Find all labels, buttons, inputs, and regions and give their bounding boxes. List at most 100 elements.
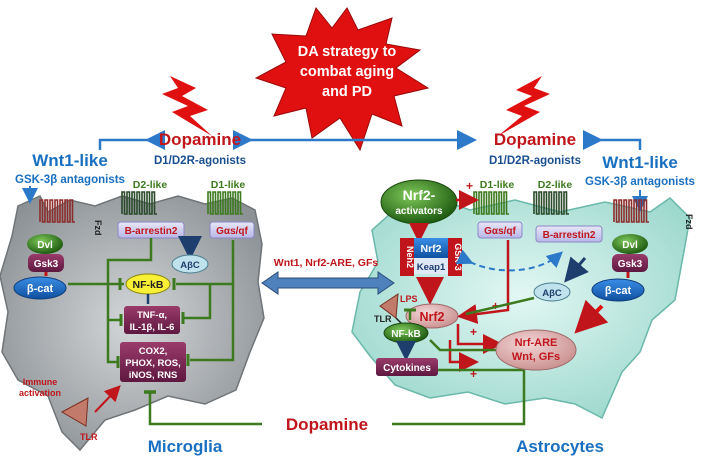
right-barrestin-node bbox=[535, 225, 603, 243]
right-tlr-shape bbox=[379, 293, 399, 319]
bottom-dopamine-label: Dopamine bbox=[286, 415, 368, 434]
right-gsk3-node bbox=[612, 254, 648, 272]
plus-sign-4: + bbox=[470, 367, 477, 381]
left-gsk3-label: Gsk3 bbox=[34, 259, 59, 270]
right-cytokines-box bbox=[376, 358, 438, 376]
astrocytes-label: Astrocytes bbox=[516, 437, 604, 456]
beta-cat-to-are-arrow bbox=[574, 299, 609, 334]
title-starburst bbox=[254, 6, 430, 152]
left-wnt1-label: Wnt1-like bbox=[32, 151, 108, 170]
left-tlr-shape bbox=[60, 397, 89, 427]
red-activation-lines bbox=[448, 240, 510, 372]
bottom-dopamine-connector bbox=[144, 390, 526, 426]
left-dvl-node bbox=[27, 234, 63, 254]
left-d1-like-label: D1-like bbox=[211, 179, 246, 191]
left-d2-like-label: D2-like bbox=[133, 179, 168, 191]
right-galpha-label: Gαs/qf bbox=[484, 226, 516, 237]
crosstalk-double-arrow bbox=[261, 271, 395, 295]
left-wnt-link bbox=[98, 130, 165, 150]
right-nrf2-label: Nrf2 bbox=[419, 310, 444, 324]
right-d1-receptor-icon bbox=[473, 191, 509, 215]
right-dopamine-label: Dopamine bbox=[494, 130, 576, 149]
right-galpha-node bbox=[477, 221, 523, 239]
left-nfkb-label: NF-kB bbox=[133, 279, 164, 291]
microglia-label: Microglia bbox=[148, 437, 223, 456]
immune-activation-arrow bbox=[94, 385, 121, 413]
immune-label-line1: Immune bbox=[23, 377, 58, 387]
right-abc-node bbox=[533, 282, 571, 302]
left-cytokines-box bbox=[124, 306, 180, 334]
nrf-are-line2: Wnt, GFs bbox=[512, 351, 560, 363]
title-line-3: and PD bbox=[322, 84, 372, 100]
lps-label: LPS bbox=[400, 294, 418, 304]
left-agonists-label: D1/D2R-agonists bbox=[154, 155, 246, 167]
left-abc-label: AβC bbox=[180, 260, 200, 271]
left-abc-node bbox=[171, 254, 209, 274]
right-barrestin-label: B-arrestin2 bbox=[543, 230, 596, 241]
left-dopamine-label: Dopamine bbox=[159, 130, 241, 149]
neh2-box bbox=[400, 238, 414, 276]
nrf-are-line1: Nrf-ARE bbox=[515, 337, 558, 349]
keap1-label: Keap1 bbox=[417, 262, 446, 273]
immune-label-line2: activation bbox=[19, 388, 61, 398]
left-tlr-label: TLR bbox=[80, 432, 98, 442]
neh2-label: Neh2 bbox=[405, 246, 415, 268]
right-wnt-link bbox=[583, 130, 642, 150]
right-d1-like-label: D1-like bbox=[480, 179, 515, 191]
left-beta-cat-label: β-cat bbox=[27, 283, 54, 295]
right-beta-cat-node bbox=[591, 278, 645, 302]
right-agonists-label: D1/D2R-agonists bbox=[489, 155, 581, 167]
right-fzd-receptor-icon bbox=[613, 199, 649, 223]
left-gsk-antagonists-label: GSK-3β antagonists bbox=[15, 174, 125, 186]
dashed-regulation-arrow bbox=[455, 249, 563, 272]
right-d2-like-label: D2-like bbox=[538, 179, 573, 191]
lightning-bolt-left bbox=[162, 76, 212, 136]
left-beta-cat-node bbox=[13, 276, 67, 300]
left-cytokines-line2: IL-1β, IL-6 bbox=[130, 322, 175, 333]
left-barrestin-label: B-arrestin2 bbox=[125, 226, 178, 237]
nrf-are-node bbox=[495, 329, 577, 371]
abc-to-nrf2-line bbox=[465, 296, 535, 316]
left-galpha-label: Gαs/qf bbox=[216, 226, 248, 237]
plus-sign-3: + bbox=[470, 325, 477, 339]
right-abc-label: AβC bbox=[542, 288, 562, 299]
left-mediators-box bbox=[120, 342, 186, 382]
left-inhibition-lines bbox=[68, 238, 235, 368]
title-line-1: DA strategy to bbox=[298, 44, 397, 60]
right-dvl-label: Dvl bbox=[622, 240, 638, 251]
right-gsk-antagonists-label: GSK-3β antagonists bbox=[585, 176, 695, 188]
left-mediators-line3: iNOS, RNS bbox=[129, 370, 178, 381]
keap1-box bbox=[414, 258, 448, 274]
left-gsk3-node bbox=[28, 254, 64, 272]
left-fzd-receptor-icon bbox=[39, 199, 75, 223]
gsk3-vertical-label: GSK-3 bbox=[453, 243, 463, 271]
crosstalk-label: Wnt1, Nrf2-ARE, GFs bbox=[274, 257, 379, 269]
nrf2-activators-line1: Nrf2- bbox=[403, 187, 436, 203]
left-cytokines-line1: TNF-α, bbox=[137, 310, 167, 321]
receptor-group bbox=[39, 191, 649, 223]
right-tlr-label: TLR bbox=[374, 314, 392, 324]
left-d1-receptor-icon bbox=[207, 191, 243, 215]
right-fzd-label: Fzd bbox=[684, 214, 694, 230]
left-mediators-line1: COX2, bbox=[139, 346, 168, 357]
right-wnt1-label: Wnt1-like bbox=[602, 153, 678, 172]
right-d2-receptor-icon bbox=[533, 191, 569, 215]
left-d2-receptor-icon bbox=[121, 191, 157, 215]
left-galpha-node bbox=[209, 221, 255, 239]
left-fzd-label: Fzd bbox=[93, 220, 103, 236]
lightning-bolt-right bbox=[498, 76, 550, 136]
plus-sign-1: + bbox=[466, 179, 473, 193]
nrf2-activators-line2: activators bbox=[395, 206, 443, 217]
right-nfkb-label: NF-kB bbox=[391, 329, 420, 340]
title-line-2: combat aging bbox=[300, 64, 394, 80]
right-cytokines-label: Cytokines bbox=[383, 363, 431, 374]
right-gsk3-label: Gsk3 bbox=[618, 259, 643, 270]
nrf2-box-label: Nrf2 bbox=[420, 243, 441, 255]
right-dvl-node bbox=[612, 234, 648, 254]
right-beta-cat-label: β-cat bbox=[605, 285, 632, 297]
left-dvl-label: Dvl bbox=[37, 240, 53, 251]
left-mediators-line2: PHOX, ROS, bbox=[125, 358, 180, 369]
right-abc-arrow bbox=[564, 256, 589, 283]
